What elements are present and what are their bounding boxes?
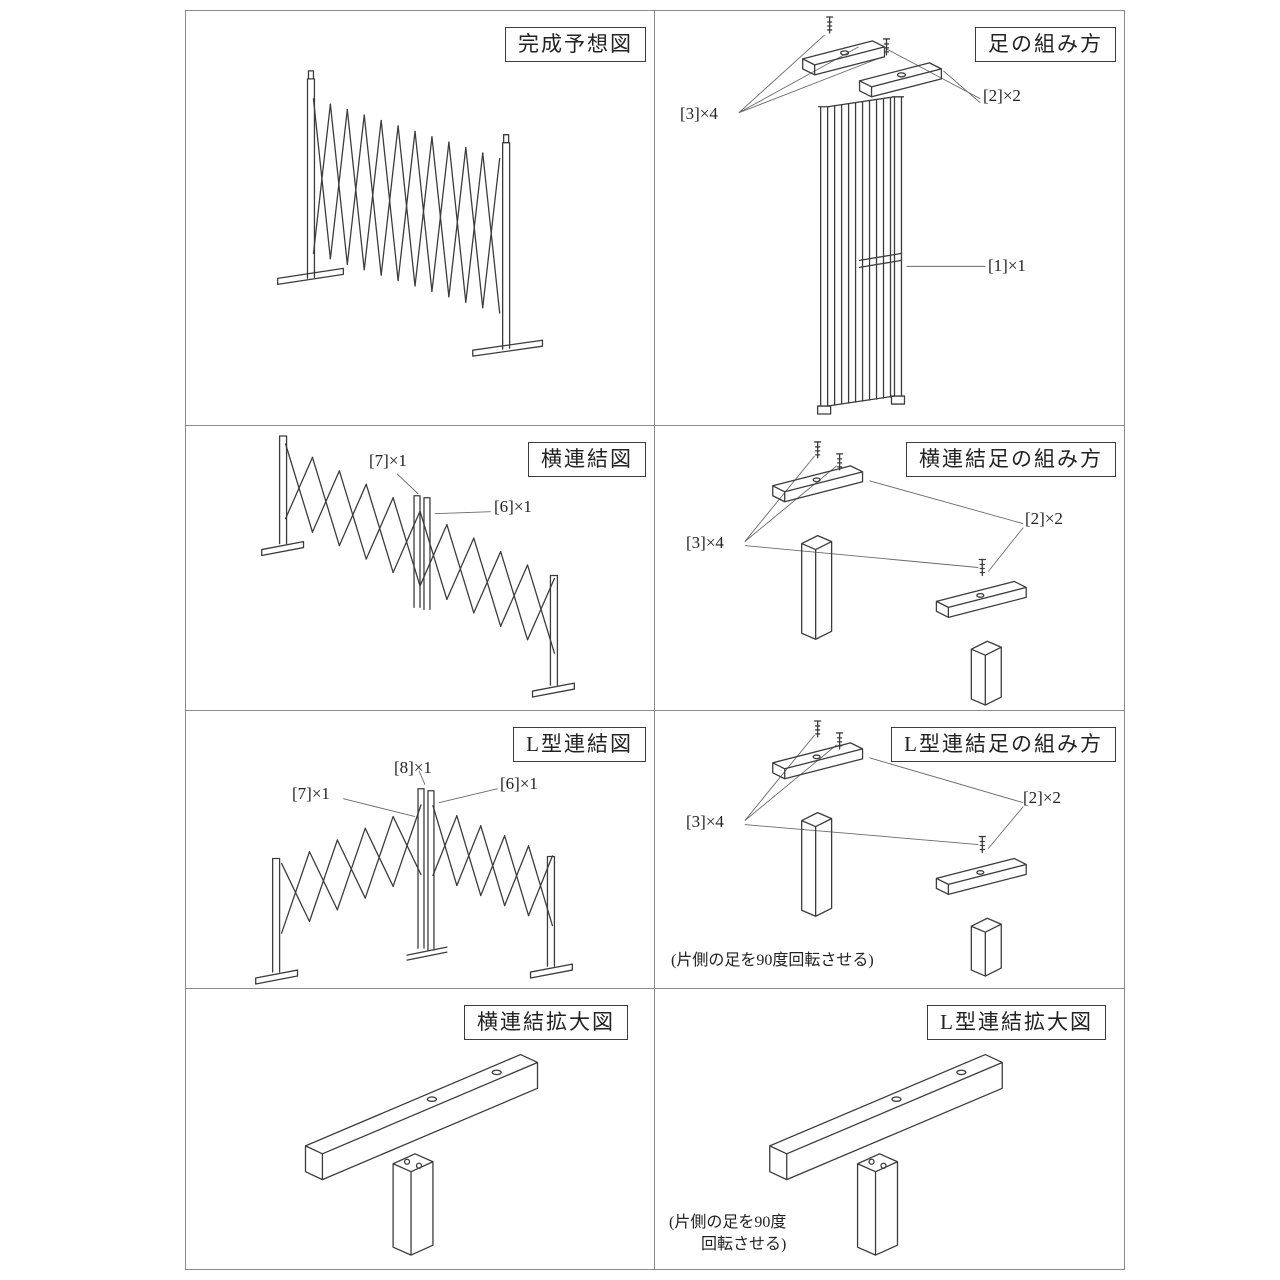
link-bar (304, 1053, 539, 1181)
panel-title: L型連結足の組み方 (891, 727, 1116, 763)
screw-icon (835, 453, 844, 471)
exploded-feet-l-drawing (744, 720, 1027, 977)
right-post (531, 574, 575, 698)
part-label-2: [2]×2 (1023, 788, 1061, 807)
center-link-posts (413, 495, 431, 611)
left-post (261, 435, 305, 557)
part-label-7: [7]×1 (292, 784, 330, 803)
post-block-2 (970, 640, 1002, 706)
scissor-lattice (312, 98, 501, 314)
center-link-posts (406, 788, 448, 961)
panel-horizontal-link-feet: 横連結足の組み方 [3]×4 [2]×2 (655, 426, 1124, 711)
right-post (472, 134, 544, 357)
rotate-note-line1: (片側の足を90度 (669, 1214, 787, 1231)
leader-line-part6 (438, 788, 498, 804)
part-label-6: [6]×1 (500, 774, 538, 793)
link-bar-detail-l-drawing (769, 1053, 1003, 1256)
leader-lines-part2 (869, 757, 1024, 849)
folded-gate-bundle (817, 96, 906, 415)
panel-title: 足の組み方 (975, 27, 1116, 63)
foot-bar-2 (935, 857, 1027, 895)
panel-title: L型連結図 (513, 727, 646, 763)
screw-icon (814, 720, 822, 738)
right-post (529, 855, 573, 979)
part-label-3: [3]×4 (680, 104, 718, 123)
instruction-sheet: 完成予想図 (185, 10, 1125, 1270)
scissor-lattice (284, 443, 556, 654)
part-label-3: [3]×4 (686, 812, 724, 831)
panel-title: 横連結拡大図 (464, 1005, 628, 1041)
panel-l-link: L型連結図 [7]×1 [8]×1 [6]×1 (186, 711, 655, 989)
folded-gate-feet-drawing (738, 16, 986, 415)
screw-icon (978, 835, 986, 854)
rotate-note: (片側の足を90度回転させる) (671, 952, 874, 969)
panel-l-link-feet: L型連結足の組み方 [3]×4 [2]×2 (片側の足を90度回転させる) (655, 711, 1124, 989)
link-bar-detail-drawing (304, 1053, 539, 1256)
left-post (255, 857, 299, 985)
post-block-2 (970, 917, 1002, 977)
post-block-1 (801, 534, 833, 640)
foot-bar-1 (802, 40, 886, 76)
screw-icon (882, 38, 891, 56)
panel-horizontal-link-detail: 横連結拡大図 (186, 989, 655, 1269)
leader-lines-part3 (738, 34, 883, 114)
part-label-6: [6]×1 (494, 497, 532, 516)
left-post (276, 70, 344, 285)
panel-l-link-detail: L型連結拡大図 (片側の足を90度 回転させる) (655, 989, 1124, 1269)
post-block (856, 1153, 899, 1256)
link-bar (769, 1053, 1003, 1181)
screw-icon (978, 558, 986, 577)
screw-icon (814, 441, 822, 459)
part-label-3: [3]×4 (686, 533, 724, 552)
expanded-gate-drawing (276, 70, 544, 357)
part-label-7: [7]×1 (369, 451, 407, 470)
leader-line-part7 (343, 798, 416, 818)
scissor-lattice-left (280, 804, 422, 934)
part-label-1: [1]×1 (988, 256, 1026, 275)
l-linked-gates-drawing (255, 770, 573, 985)
screw-icon (825, 16, 834, 34)
panel-title: 横連結足の組み方 (906, 442, 1116, 478)
panel-foot-assembly: 足の組み方 [3]×4 [2]×2 [1]×1 (655, 11, 1124, 426)
panel-title: 横連結図 (528, 442, 646, 478)
leader-line-part8 (418, 770, 426, 785)
part-label-2: [2]×2 (1025, 509, 1063, 528)
leader-lines-part2 (869, 480, 1024, 572)
post-block (392, 1153, 434, 1256)
foot-bar-1 (772, 465, 864, 503)
post-block-1 (801, 811, 833, 917)
leader-lines-part2 (886, 48, 981, 104)
foot-bar-1 (772, 742, 864, 780)
leader-lines-part3 (744, 734, 979, 845)
panel-completed: 完成予想図 (186, 11, 655, 426)
foot-bar-2 (858, 62, 943, 98)
panel-title: L型連結拡大図 (927, 1005, 1106, 1041)
panel-horizontal-link: 横連結図 [7]×1 [6]×1 (186, 426, 655, 711)
linked-gates-drawing (261, 435, 575, 698)
exploded-feet-drawing (744, 441, 1027, 706)
leader-line-part6 (434, 511, 491, 515)
part-label-2: [2]×2 (983, 86, 1021, 105)
rotate-note-line2: 回転させる) (701, 1236, 787, 1253)
foot-bar-2 (935, 580, 1027, 618)
panel-title: 完成予想図 (505, 27, 646, 63)
leader-line-part7 (396, 473, 419, 495)
scissor-lattice-right (432, 805, 554, 927)
part-label-8: [8]×1 (394, 758, 432, 777)
